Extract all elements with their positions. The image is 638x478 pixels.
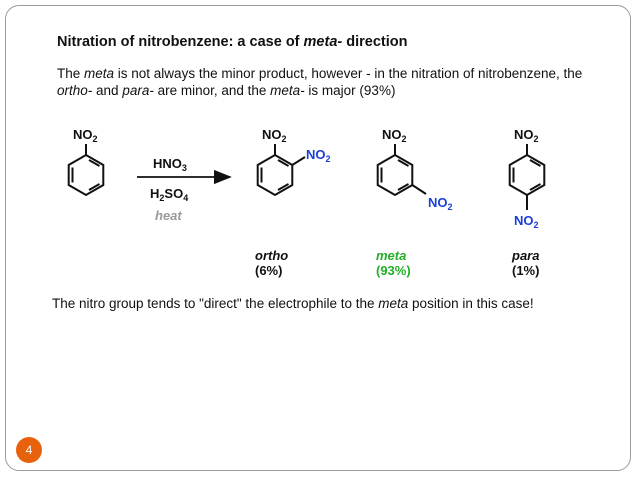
conclusion-text: The nitro group tends to "direct" the el… <box>52 296 534 311</box>
meta-name: meta <box>376 248 407 263</box>
meta-yield: (93%) <box>376 263 411 278</box>
page-number-badge: 4 <box>16 437 42 463</box>
meta-no2-new: NO2 <box>428 195 453 212</box>
start-no2-label: NO2 <box>73 127 98 144</box>
para-no2-top: NO2 <box>514 127 539 144</box>
ortho-no2-new: NO2 <box>306 147 331 164</box>
meta-no2-top: NO2 <box>382 127 407 144</box>
para-product-structure <box>508 144 546 210</box>
condition-heat: heat <box>155 208 182 223</box>
nitrobenzene-structure <box>67 144 105 197</box>
meta-label: meta (93%) <box>376 248 411 278</box>
ortho-name: ortho <box>255 248 289 263</box>
slide <box>5 5 631 471</box>
reagent-hno3: HNO3 <box>153 156 187 173</box>
ortho-product-structure <box>256 144 306 197</box>
intro-text: The meta is not always the minor product… <box>57 66 583 98</box>
para-no2-new: NO2 <box>514 213 539 230</box>
slide-title: Nitration of nitrobenzene: a case of met… <box>57 34 408 50</box>
meta-product-structure <box>376 144 427 197</box>
para-yield: (1%) <box>512 263 540 278</box>
reagent-h2so4: H2SO4 <box>150 186 188 203</box>
ortho-label: ortho (6%) <box>255 248 288 278</box>
ortho-no2-top: NO2 <box>262 127 287 144</box>
para-label: para (1%) <box>512 248 539 278</box>
ortho-yield: (6%) <box>255 263 283 278</box>
para-name: para <box>512 248 540 263</box>
